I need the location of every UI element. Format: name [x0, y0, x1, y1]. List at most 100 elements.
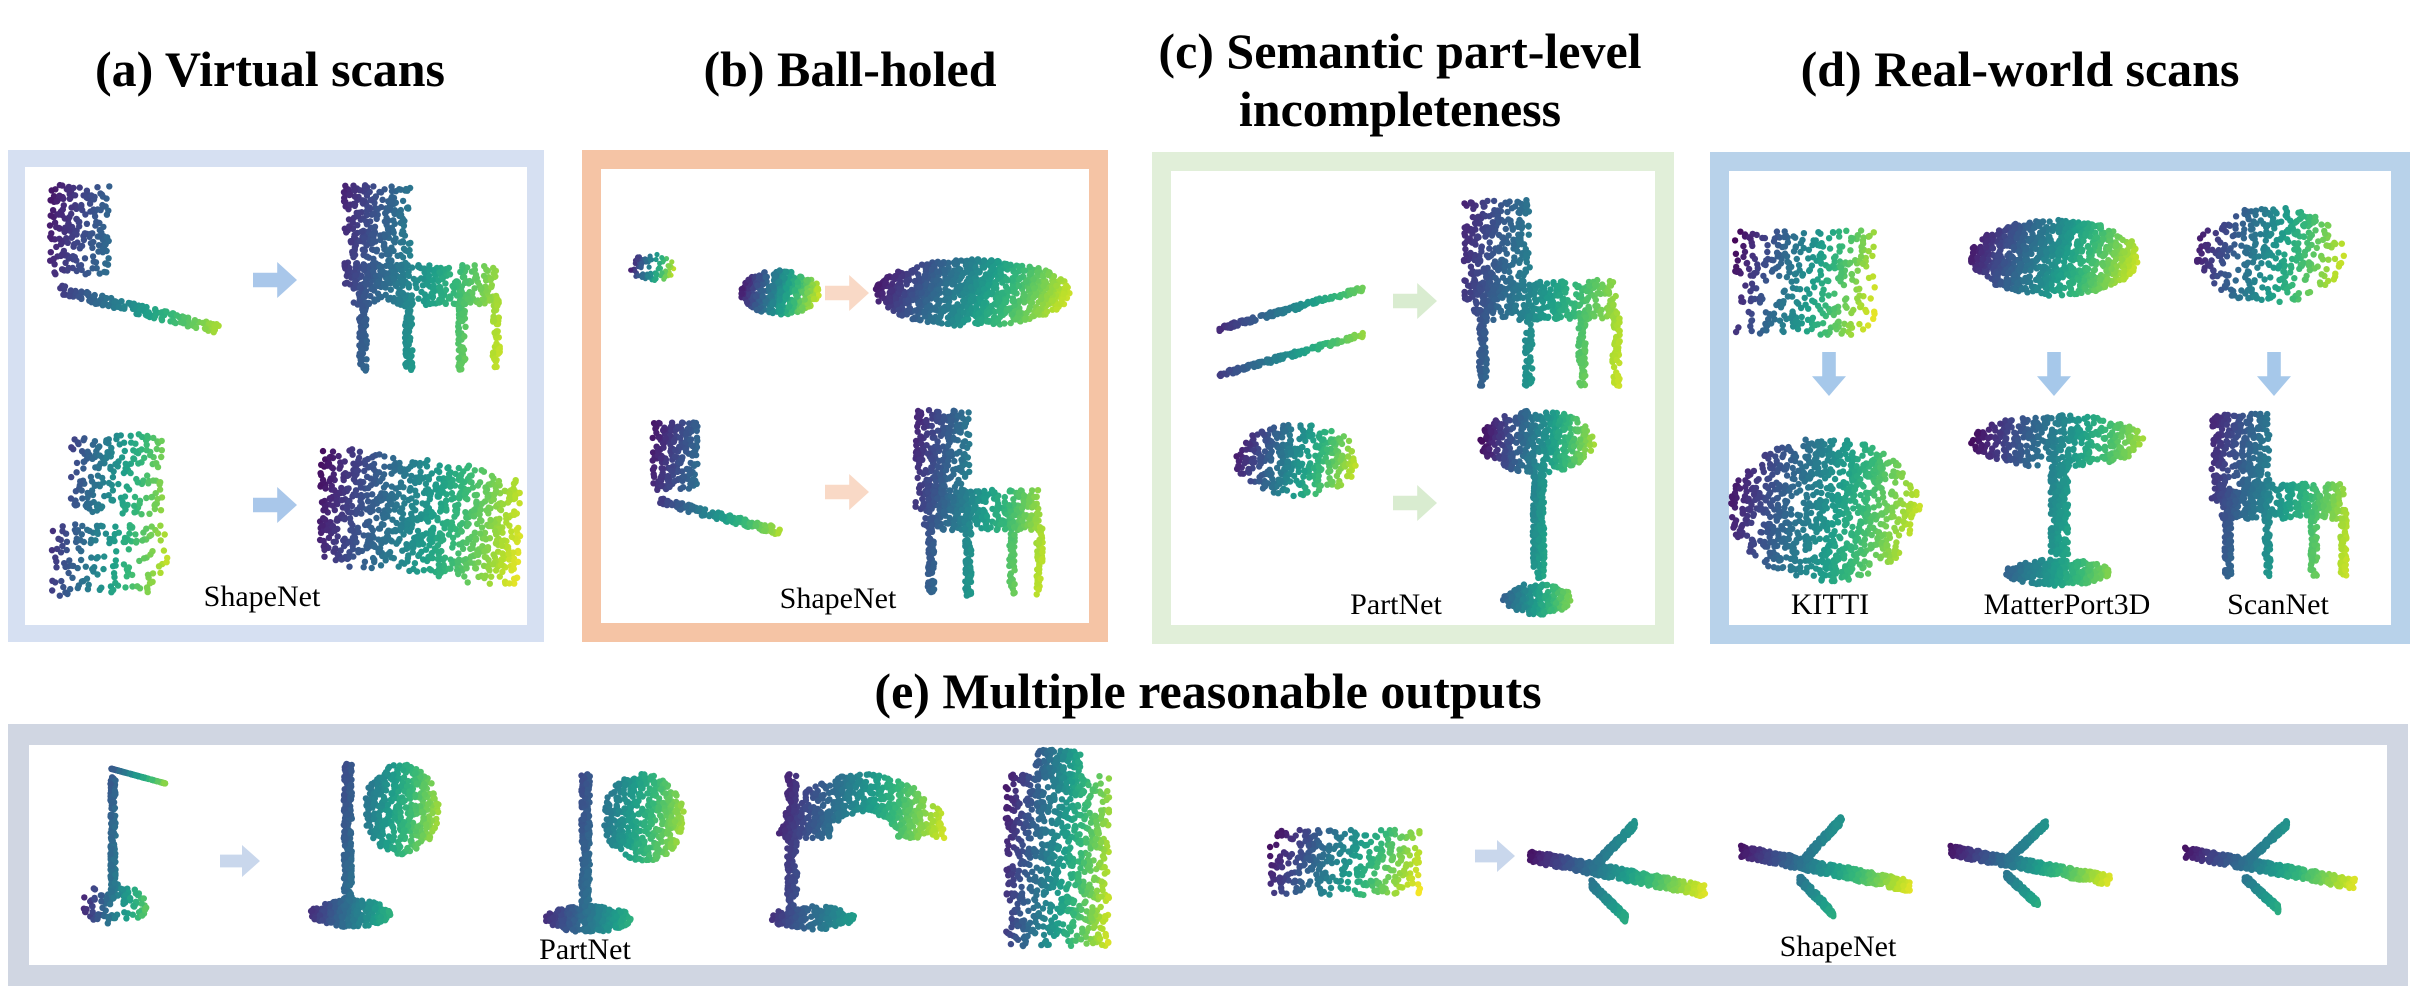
point — [355, 549, 362, 556]
point — [57, 536, 64, 544]
point — [436, 269, 443, 276]
point — [89, 565, 96, 573]
point — [751, 301, 759, 309]
point — [388, 199, 396, 206]
point — [691, 422, 699, 429]
point — [342, 182, 349, 189]
point — [358, 510, 365, 517]
point — [426, 266, 433, 274]
point — [390, 237, 397, 244]
point — [163, 308, 170, 315]
point — [888, 287, 896, 294]
point — [990, 489, 997, 496]
point — [1023, 278, 1030, 285]
point — [453, 509, 460, 516]
point — [968, 547, 975, 554]
point — [810, 295, 818, 303]
point — [381, 218, 389, 225]
point — [686, 466, 693, 473]
point — [135, 460, 142, 467]
point — [1035, 306, 1042, 313]
point — [694, 460, 701, 468]
point — [376, 451, 383, 458]
point — [919, 446, 927, 454]
point — [372, 193, 380, 200]
point — [908, 269, 916, 276]
point — [915, 415, 923, 422]
point — [86, 527, 93, 535]
point — [404, 204, 412, 211]
point — [484, 493, 491, 500]
point — [649, 434, 656, 442]
point — [360, 309, 367, 316]
point — [53, 223, 60, 231]
point — [671, 453, 679, 460]
point — [697, 505, 704, 512]
point — [966, 591, 973, 598]
point — [512, 492, 519, 499]
point — [396, 483, 404, 490]
point — [202, 325, 209, 333]
point — [322, 485, 329, 492]
point — [371, 223, 379, 230]
point — [1030, 294, 1037, 301]
point — [349, 545, 357, 553]
point — [358, 302, 366, 309]
plane-complete-b — [872, 256, 1073, 329]
point — [53, 198, 60, 205]
point — [149, 570, 157, 577]
point — [403, 300, 411, 308]
point — [379, 196, 386, 203]
point — [1006, 305, 1013, 312]
point — [929, 316, 936, 323]
point — [127, 432, 134, 439]
point — [88, 554, 95, 561]
point — [91, 291, 98, 299]
point — [419, 475, 426, 482]
point — [80, 236, 88, 244]
point — [404, 521, 411, 528]
title-virtual-scans: (a) Virtual scans — [95, 41, 445, 97]
point — [352, 264, 359, 271]
point — [152, 306, 159, 313]
point — [753, 306, 761, 314]
point — [463, 561, 470, 568]
point — [338, 497, 345, 504]
point — [1031, 285, 1038, 292]
title-semantic-line1: (c) Semantic part-level — [1158, 23, 1642, 79]
point — [143, 584, 151, 591]
point — [404, 554, 412, 562]
point — [650, 480, 657, 487]
point — [903, 270, 911, 278]
point — [382, 481, 390, 488]
point — [990, 320, 997, 328]
point — [493, 340, 500, 347]
point — [101, 268, 108, 276]
point — [82, 563, 89, 570]
point — [1032, 515, 1039, 523]
point — [1053, 306, 1060, 313]
point — [59, 523, 66, 530]
point — [158, 437, 165, 445]
point — [1047, 289, 1054, 296]
point — [414, 527, 422, 535]
point — [383, 551, 391, 559]
point — [81, 230, 89, 237]
point — [419, 532, 427, 539]
point — [443, 507, 450, 514]
point — [321, 546, 328, 554]
point — [123, 483, 130, 490]
point — [694, 437, 701, 444]
point — [375, 549, 382, 556]
point — [480, 468, 488, 475]
point — [706, 511, 713, 519]
point — [491, 355, 498, 363]
point — [60, 291, 67, 298]
point — [211, 326, 219, 334]
point — [461, 333, 468, 340]
point — [113, 298, 120, 306]
point — [376, 478, 384, 485]
point — [150, 477, 157, 484]
point — [340, 537, 347, 544]
point — [333, 517, 340, 524]
